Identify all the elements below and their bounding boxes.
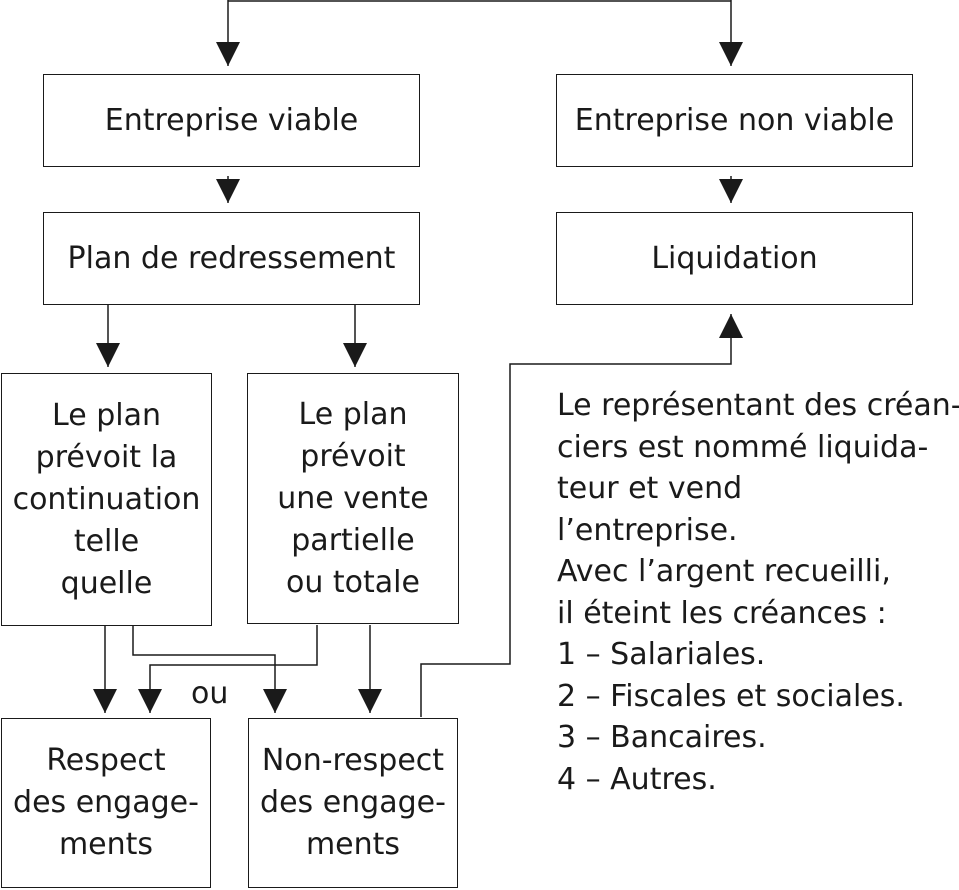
node-entreprise-viable-label: Entreprise viable: [104, 102, 359, 138]
node-vente-line: ou totale: [286, 564, 420, 600]
node-non-respect-line: des engage-: [260, 785, 446, 820]
notes-line: teur et vend: [557, 471, 743, 506]
notes-line: Le représentant des créan-: [557, 388, 959, 423]
node-non-respect-line: ments: [305, 827, 401, 862]
node-continuation-line: quelle: [60, 565, 153, 601]
node-non-respect-engagements: Non-respect des engage- ments: [248, 718, 458, 888]
notes-line: 2 – Fiscales et sociales.: [557, 678, 905, 714]
node-plan-de-redressement: Plan de redressement: [43, 212, 420, 305]
node-plan-vente: Le plan prévoit une vente partielle ou t…: [247, 373, 459, 624]
node-plan-continuation: Le plan prévoit la continuation telle qu…: [1, 373, 212, 626]
notes-line: Avec l’argent recueilli,: [557, 554, 891, 589]
notes-line: 4 – Autres.: [557, 761, 717, 797]
node-continuation-line: telle: [73, 523, 140, 559]
node-vente-line: partielle: [291, 522, 415, 558]
node-vente-line: une vente: [277, 480, 429, 516]
node-respect-line: des engage-: [13, 785, 199, 820]
node-continuation-line: Le plan: [52, 397, 161, 433]
node-continuation-line: continuation: [12, 481, 201, 517]
node-respect-line: Respect: [46, 743, 166, 778]
node-non-respect-line: Non-respect: [261, 743, 445, 778]
arrow-non-respect-to-liquidation: [420, 314, 743, 717]
node-continuation-line: prévoit la: [35, 439, 178, 475]
arrow-continuation-to-non-respect: [132, 625, 287, 713]
notes-line: l’entreprise.: [557, 512, 738, 548]
node-entreprise-non-viable-label: Entreprise non viable: [574, 102, 895, 138]
liquidation-notes: Le représentant des créan- ciers est nom…: [557, 385, 959, 800]
node-entreprise-non-viable: Entreprise non viable: [556, 74, 913, 167]
notes-line: ciers est nommé liquida-: [557, 429, 929, 465]
node-respect-engagements: Respect des engage- ments: [1, 718, 211, 888]
node-vente-line: prévoit: [300, 438, 406, 474]
notes-line: 1 – Salariales.: [557, 637, 766, 672]
node-liquidation: Liquidation: [556, 212, 913, 305]
notes-line: il éteint les créances :: [557, 595, 887, 631]
arrow-vente-to-respect: [138, 625, 318, 713]
ou-label: ou: [191, 676, 229, 711]
node-entreprise-viable: Entreprise viable: [43, 74, 420, 167]
node-respect-line: ments: [58, 827, 154, 862]
node-liquidation-label: Liquidation: [651, 240, 818, 276]
node-plan-label: Plan de redressement: [67, 240, 396, 276]
notes-line: 3 – Bancaires.: [557, 720, 767, 755]
node-vente-line: Le plan: [298, 396, 408, 432]
